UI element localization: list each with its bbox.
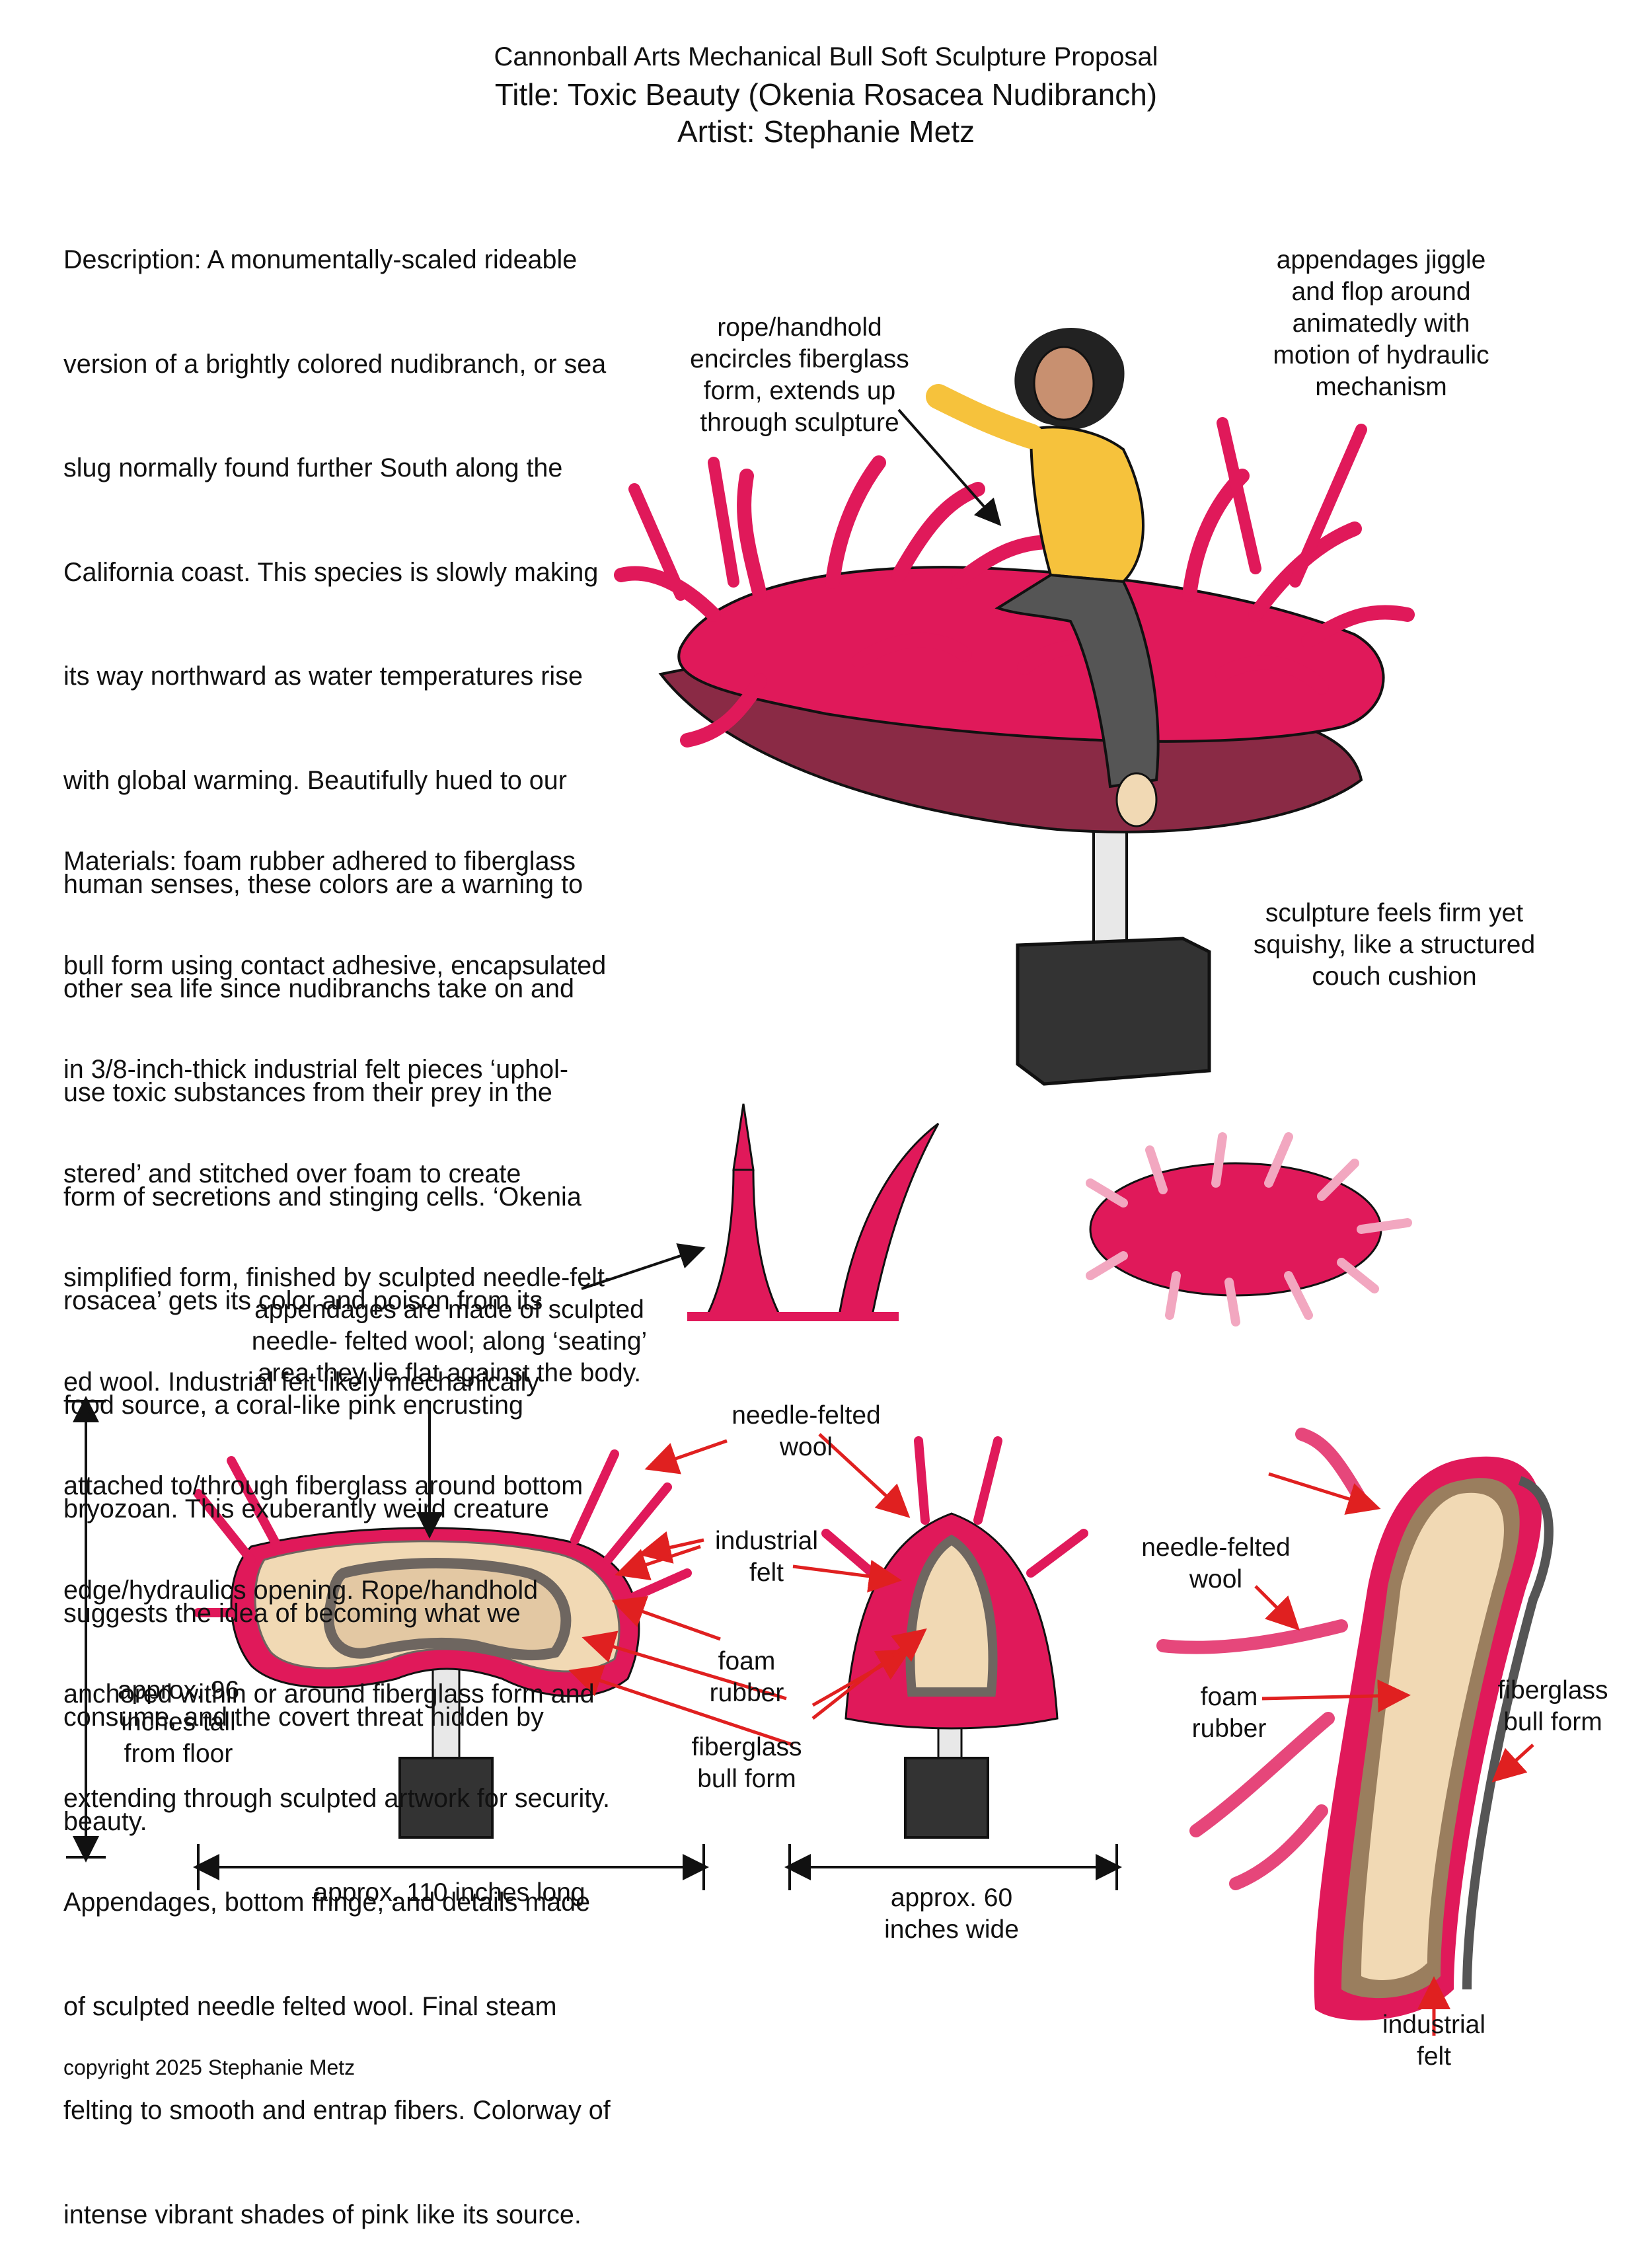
label-height-dimension: approx. 96 inches tall from floor [117, 1676, 240, 1768]
front-section [821, 1436, 1088, 1839]
appendage-detail [687, 1103, 940, 1321]
description-line: consume, and the covert threat hidden by [63, 1703, 544, 1732]
description-line: suggests the idea of becoming what we [63, 1598, 521, 1628]
label-foam-rubber-1: foam rubber [709, 1647, 784, 1707]
wall-section [1156, 1428, 1554, 2020]
description-line: with global warming. Beautifully hued to… [63, 765, 567, 795]
side-section [194, 1449, 692, 1839]
label-fiberglass-bull-form-1: fiberglass bull form [691, 1733, 802, 1793]
materials-line: Appendages, bottom fringe, and details m… [63, 1888, 591, 1917]
materials-line: attached to/through fiberglass around bo… [63, 1471, 583, 1500]
materials-line: bull form using contact adhesive, encaps… [63, 950, 607, 980]
materials-line: edge/hydraulics opening. Rope/handhold [63, 1575, 539, 1605]
label-foam-rubber-2: foam rubber [1191, 1683, 1267, 1743]
artwork-title: Title: Toxic Beauty (Okenia Rosacea Nudi… [494, 77, 1158, 112]
materials-block: Materials: foam rubber adhered to fiberg… [63, 775, 613, 2267]
illustration [66, 328, 1554, 2036]
description-line: bryozoan. This exuberantly weird creatur… [63, 1494, 549, 1523]
copyright-notice: copyright 2025 Stephanie Metz [63, 2056, 356, 2079]
materials-line: intense vibrant shades of pink like its … [63, 2200, 582, 2229]
materials-line: of sculpted needle felted wool. Final st… [63, 1991, 557, 2021]
description-line: use toxic substances from their prey in … [63, 1078, 552, 1107]
red-leader-arrows [568, 1433, 1534, 2036]
label-needle-felted-wool-2: needle-felted wool [1141, 1533, 1291, 1594]
materials-line: in 3/8-inch-thick industrial felt pieces… [63, 1055, 569, 1084]
main-sculpture [614, 328, 1415, 1086]
description-line: its way northward as water temperatures … [63, 662, 583, 691]
label-needle-felted-wool-1: needle-felted wool [732, 1401, 881, 1461]
label-industrial-felt-1: industrial felt [714, 1527, 819, 1587]
materials-line: extending through sculpted artwork for s… [63, 1783, 610, 1813]
description-block: Description: A monumentally-scaled ridea… [63, 173, 606, 1874]
description-line: form of secretions and stinging cells. ‘… [63, 1182, 582, 1211]
rider [926, 328, 1160, 827]
materials-line: felting to smooth and entrap fibers. Col… [63, 2096, 611, 2125]
label-width-dimension: approx. 60 inches wide [884, 1884, 1019, 1944]
materials-line: simplified form, finished by sculpted ne… [63, 1263, 614, 1292]
description-line: California coast. This species is slowly… [63, 557, 599, 587]
label-fiberglass-bull-form-2: fiberglass bull form [1497, 1676, 1608, 1736]
label-appendages-jiggle: appendages jiggle and flop around animat… [1273, 246, 1489, 401]
label-sculpture-firm: sculpture feels firm yet squishy, like a… [1253, 899, 1536, 991]
description-line: rosacea’ gets its color and poison from … [63, 1286, 543, 1315]
proposal-heading: Cannonball Arts Mechanical Bull Soft Scu… [494, 42, 1158, 71]
description-line: beauty. [63, 1806, 147, 1836]
artist-name: Artist: Stephanie Metz [677, 114, 975, 149]
hydraulic-base [1016, 937, 1211, 1086]
materials-line: anchored within or around fiberglass for… [63, 1679, 595, 1709]
description-line: food source, a coral-like pink encrustin… [63, 1390, 523, 1420]
materials-line: Materials: foam rubber adhered to fiberg… [63, 847, 576, 876]
materials-line: stered’ and stitched over foam to create [63, 1159, 521, 1188]
description-line: other sea life since nudibranchs take on… [63, 974, 574, 1003]
description-line: version of a brightly colored nudibranch… [63, 349, 607, 379]
label-appendages-made: appendages are made of sculpted needle- … [251, 1295, 648, 1387]
description-line: slug normally found further South along … [63, 453, 563, 482]
label-industrial-felt-2: industrial felt [1382, 2011, 1486, 2071]
support-pole [1092, 812, 1128, 960]
description-line: human senses, these colors are a warning… [63, 870, 583, 899]
label-length-dimension: approx. 110 inches long [313, 1878, 585, 1907]
materials-line: ed wool. Industrial felt likely mechanic… [63, 1367, 540, 1397]
label-rope-handhold: rope/handhold encircles fiberglass form,… [690, 313, 909, 437]
description-line: Description: A monumentally-scaled ridea… [63, 245, 578, 274]
top-view [1086, 1132, 1412, 1326]
leader-arrows [66, 408, 1122, 1890]
